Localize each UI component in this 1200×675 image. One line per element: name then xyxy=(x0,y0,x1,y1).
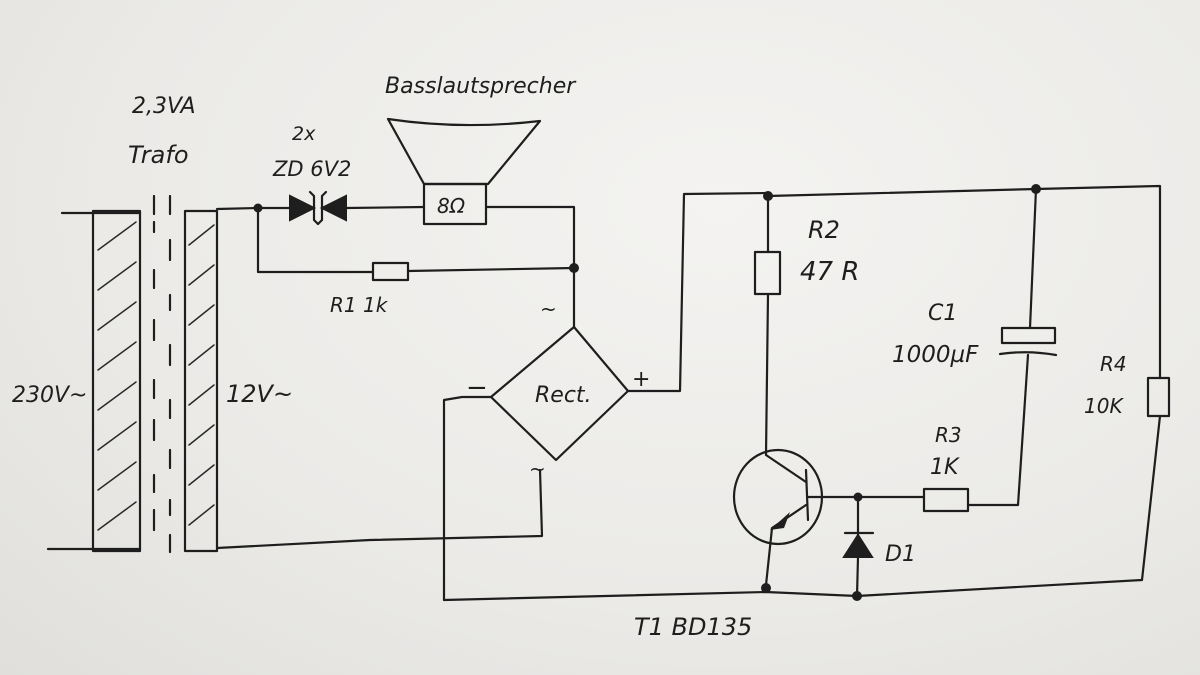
secondary-hatch xyxy=(188,224,215,526)
transistor-collector xyxy=(764,453,808,484)
c1-plate-bottom xyxy=(998,351,1058,357)
rect-plus-wire xyxy=(626,191,770,393)
zener-count-label: 2x xyxy=(292,123,316,145)
zener-wire-right xyxy=(344,205,426,210)
c1-plate-top xyxy=(1000,326,1057,345)
rectifier xyxy=(215,191,770,602)
transistor-base-bar xyxy=(804,468,810,522)
c1-value-label: 1000µF xyxy=(892,342,979,368)
r4-bottom-wire xyxy=(855,414,1162,598)
r4-resistor xyxy=(1146,376,1171,418)
transformer-label: Trafo xyxy=(128,141,189,169)
r4-name-label: R4 xyxy=(1100,352,1127,376)
rectifier-label: Rect. xyxy=(535,383,592,408)
r1-resistor xyxy=(371,261,410,282)
r1-right-wire xyxy=(406,266,576,273)
junction-dot xyxy=(761,583,771,593)
speaker-impedance-label: 8Ω xyxy=(437,194,466,218)
primary-hatch xyxy=(97,221,137,531)
rectifier-diamond xyxy=(489,325,630,462)
zener-diodes xyxy=(256,190,426,226)
r3-value-label: 1K xyxy=(930,455,960,480)
ac-bottom-label: ~ xyxy=(529,457,546,481)
top-rail xyxy=(766,184,1162,380)
d1-label: D1 xyxy=(885,542,916,567)
rect-minus-label: − xyxy=(466,373,488,403)
transformer xyxy=(46,194,219,554)
r1-label: R1 1k xyxy=(330,293,389,317)
c1-bottom-wire xyxy=(966,353,1030,507)
r3-name-label: R3 xyxy=(935,423,962,447)
speaker-magnet xyxy=(422,182,488,226)
secondary-winding xyxy=(183,209,219,553)
rect-ac-bottom-wire xyxy=(215,468,544,550)
diode-d1 xyxy=(842,495,875,598)
c1-name-label: C1 xyxy=(928,301,957,326)
zener-2 xyxy=(319,194,347,222)
primary-voltage-label: 230V~ xyxy=(12,383,87,408)
speaker xyxy=(386,117,576,270)
ac-top-label: ~ xyxy=(540,297,557,321)
rect-plus-label: + xyxy=(632,367,650,392)
secondary-voltage-label: 12V~ xyxy=(226,380,293,408)
power-rating-label: 2,3VA xyxy=(132,94,196,119)
zener-1 xyxy=(289,194,317,222)
speaker-title-label: Basslautsprecher xyxy=(385,74,577,99)
d1-triangle xyxy=(842,533,874,558)
r2-value-label: 47 R xyxy=(800,257,859,287)
r4-value-label: 10K xyxy=(1084,394,1124,418)
c1-top-wire xyxy=(1028,187,1038,330)
d1-bottom-wire xyxy=(855,555,860,598)
bottom-rail xyxy=(442,590,859,602)
speaker-cone xyxy=(386,117,542,186)
primary-winding xyxy=(91,209,142,553)
transistor-t1 xyxy=(732,448,860,587)
r2-resistor xyxy=(753,250,782,296)
t1-label: T1 BD135 xyxy=(634,613,752,641)
r3-resistor xyxy=(922,487,970,513)
zener-type-label: ZD 6V2 xyxy=(272,157,351,181)
secondary-top-wire xyxy=(215,206,260,211)
r1-left-wire xyxy=(256,206,375,274)
emitter-arrow xyxy=(770,512,790,530)
junction-dot xyxy=(852,591,862,601)
rect-minus-wire xyxy=(442,395,493,602)
transistor-emitter xyxy=(764,503,808,587)
r2-bottom-wire xyxy=(764,292,770,457)
speaker-right-wire xyxy=(484,205,576,270)
r2-name-label: R2 xyxy=(808,216,840,244)
